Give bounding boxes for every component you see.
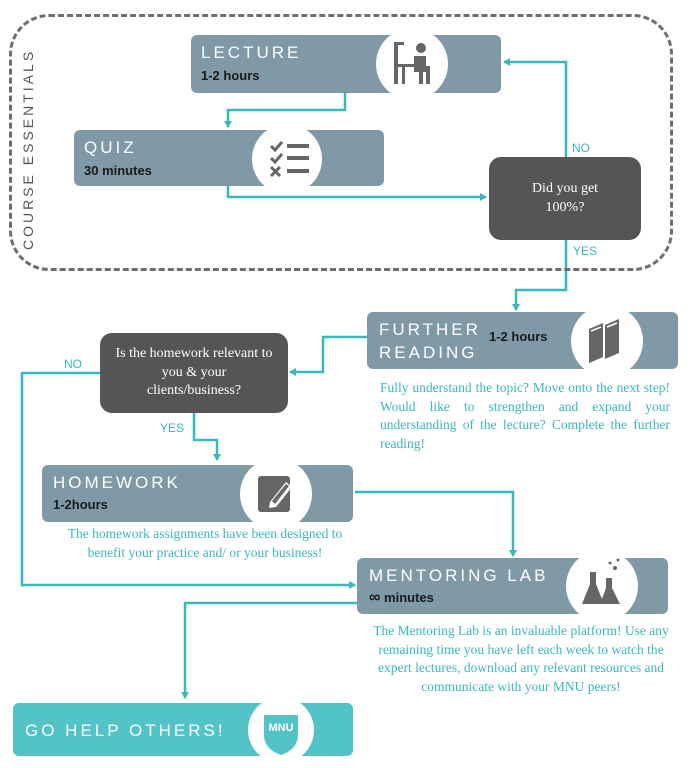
- quiz-duration: 30 minutes: [84, 163, 152, 178]
- quiz-no-label: NO: [572, 141, 590, 155]
- arrow-quiz-to-decision: [226, 185, 487, 201]
- mentoring-lab-duration-text: minutes: [384, 590, 434, 605]
- arrow-no-to-mentoring: [20, 371, 356, 589]
- homework-icon-circle: [240, 458, 312, 530]
- homework-no-label: NO: [64, 357, 82, 371]
- homework-title: HOMEWORK: [53, 473, 181, 492]
- quiz-score-question-text: Did you get 100%?: [531, 180, 599, 215]
- arrow-no-to-lecture: [503, 58, 568, 157]
- homework-relevance-question: Is the homework relevant to you & your c…: [100, 333, 288, 413]
- arrow-mentoring-to-gohelp: [181, 601, 367, 699]
- edit-document-icon: [258, 476, 292, 512]
- lecture-box: LECTURE 1-2 hours: [191, 35, 501, 93]
- quiz-title: QUIZ: [84, 138, 137, 157]
- mentoring-lab-icon-circle: [566, 550, 638, 622]
- quiz-score-question: Did you get 100%?: [489, 157, 641, 240]
- checklist-icon: [269, 141, 309, 178]
- mentoring-lab-title: MENTORING LAB: [369, 566, 549, 585]
- go-help-others-title: GO HELP OTHERS!: [25, 721, 226, 740]
- homework-description: The homework assignments have been desig…: [67, 526, 343, 560]
- further-reading-title-2: READING: [379, 343, 478, 362]
- desk-person-icon: [394, 42, 430, 84]
- books-icon: [589, 319, 619, 363]
- quiz-icon-circle: [252, 124, 322, 194]
- lecture-title: LECTURE: [201, 43, 302, 62]
- further-reading-icon-circle: [571, 305, 643, 377]
- mnu-logo-text: MNU: [268, 722, 294, 734]
- arrow-yes-to-reading: [512, 240, 568, 311]
- mnu-shield-icon: [264, 715, 298, 755]
- infinity-symbol: ∞: [369, 589, 381, 606]
- homework-yes-label: YES: [160, 421, 185, 435]
- course-essentials-group: [9, 14, 673, 271]
- quiz-box: QUIZ 30 minutes: [74, 130, 384, 186]
- further-reading-description: Fully understand the topic? Move onto th…: [380, 380, 670, 451]
- homework-duration: 1-2hours: [53, 497, 108, 512]
- lab-flasks-icon: [582, 558, 620, 604]
- mnu-logo-circle: MNU: [248, 697, 314, 763]
- arrow-lecture-to-quiz: [224, 93, 347, 128]
- lecture-icon-circle: [376, 28, 448, 100]
- arrow-homework-to-mentoring: [355, 490, 517, 557]
- arrow-yes-to-homework: [192, 412, 221, 461]
- homework-relevance-question-text: Is the homework relevant to you & your c…: [115, 345, 273, 399]
- course-essentials-label: COURSE ESSENTIALS: [20, 48, 36, 250]
- mentoring-lab-duration: ∞ minutes: [369, 589, 434, 607]
- further-reading-title-1: FURTHER: [379, 320, 481, 339]
- arrow-reading-to-question: [289, 335, 367, 376]
- quiz-yes-label: YES: [573, 244, 598, 258]
- further-reading-duration: 1-2 hours: [489, 329, 548, 344]
- lecture-duration: 1-2 hours: [201, 68, 260, 83]
- mentoring-lab-description: The Mentoring Lab is an invaluable platf…: [373, 623, 669, 694]
